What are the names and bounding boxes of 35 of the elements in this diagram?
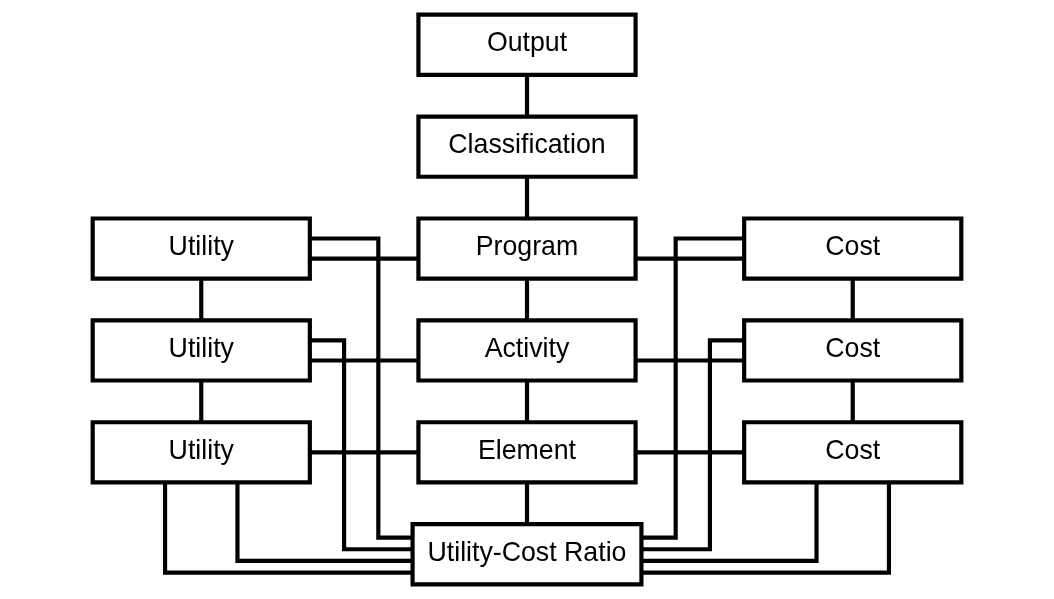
node-box: Cost bbox=[742, 216, 964, 281]
node-box: Cost bbox=[742, 420, 964, 485]
connector bbox=[641, 482, 819, 563]
connector bbox=[524, 177, 530, 218]
connector bbox=[641, 236, 745, 540]
node-box: Cost bbox=[742, 318, 964, 383]
node-box: Utility-Cost Ratio bbox=[410, 522, 644, 587]
node-box: Output bbox=[416, 12, 638, 77]
connector bbox=[524, 381, 530, 422]
node-box: Activity bbox=[416, 318, 638, 383]
node-box: Element bbox=[416, 420, 638, 485]
node-box: Classification bbox=[416, 114, 638, 179]
node-box: Utility bbox=[90, 216, 312, 281]
connector bbox=[199, 279, 204, 320]
connector bbox=[850, 279, 855, 320]
connector bbox=[310, 338, 413, 552]
connector bbox=[162, 482, 413, 575]
connector bbox=[635, 358, 744, 363]
node-box: Utility bbox=[90, 420, 312, 485]
connector bbox=[309, 236, 413, 540]
node-box: Program bbox=[416, 216, 638, 281]
connector bbox=[199, 381, 204, 422]
connector bbox=[524, 279, 530, 320]
connector bbox=[641, 482, 892, 575]
connector bbox=[524, 75, 530, 117]
connector bbox=[310, 256, 419, 261]
connector bbox=[235, 482, 413, 563]
connector bbox=[310, 450, 419, 455]
connector bbox=[635, 450, 744, 455]
node-box: Utility bbox=[90, 318, 312, 383]
connector bbox=[641, 338, 744, 552]
connector bbox=[850, 381, 855, 422]
connector bbox=[524, 482, 530, 524]
connector bbox=[310, 358, 419, 363]
connector bbox=[635, 256, 744, 261]
